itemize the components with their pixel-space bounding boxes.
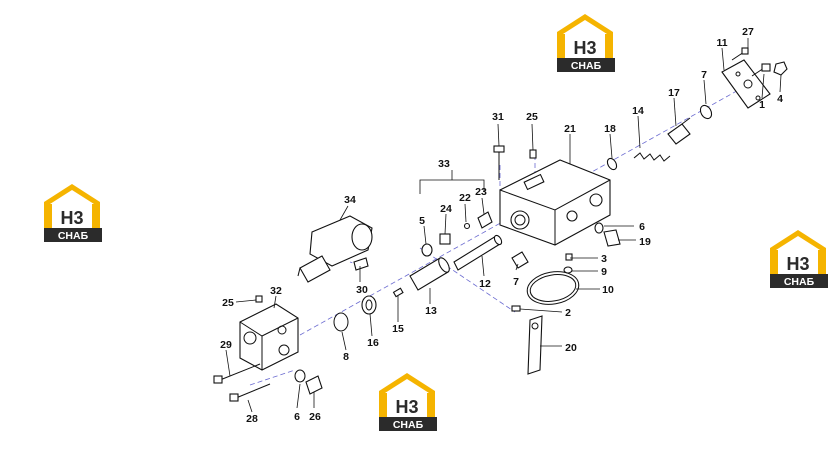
callout-26: 26	[309, 411, 321, 423]
callout-4: 4	[777, 93, 783, 105]
callout-5: 5	[419, 215, 425, 227]
logo-main-text: H3	[573, 38, 596, 58]
watermark-logo: H3 CHAБ	[557, 14, 615, 72]
callout-15: 15	[392, 323, 404, 335]
callout-9: 9	[601, 266, 607, 278]
logo-sub-text: CHAБ	[571, 60, 602, 72]
callout-29: 29	[220, 339, 232, 351]
logo-main-text: H3	[395, 397, 418, 417]
watermark-logo: H3 CHAБ	[770, 230, 828, 288]
logo-sub-text: CHAБ	[784, 276, 815, 288]
callout-19: 19	[639, 236, 651, 248]
callout-22: 22	[459, 192, 471, 204]
callout-17: 17	[668, 87, 680, 99]
leader-lines	[225, 38, 782, 413]
callout-25: 25	[222, 297, 234, 309]
callout-25: 25	[526, 111, 538, 123]
screws-cover	[731, 47, 788, 77]
callout-3: 3	[601, 253, 607, 265]
callout-14: 14	[632, 105, 644, 117]
callout-labels: 27 11 7 1 4 17 14 18 21 25 31 33 22 23 2…	[220, 26, 783, 425]
callout-20: 20	[565, 342, 577, 354]
upper-small-parts	[421, 145, 537, 257]
callout-21: 21	[564, 123, 576, 135]
rings-left	[333, 287, 404, 332]
bolts-left	[213, 363, 323, 402]
callout-6: 6	[294, 411, 300, 423]
cover-plate	[721, 59, 771, 109]
callout-11: 11	[716, 37, 727, 49]
valve-body	[499, 159, 611, 246]
callout-13: 13	[425, 305, 437, 317]
callout-10: 10	[602, 284, 614, 296]
watermark-logo: H3 CHAБ	[379, 373, 437, 431]
callout-31: 27	[742, 26, 754, 38]
watermark-logo: H3 CHAБ	[44, 184, 102, 242]
callout-24: 24	[440, 203, 452, 215]
callout-34: 34	[344, 194, 356, 206]
large-o-ring	[526, 271, 580, 305]
small-fittings	[511, 222, 621, 312]
logo-sub-text: CHAБ	[58, 230, 89, 242]
spring-assembly	[606, 104, 713, 171]
spool	[409, 234, 503, 291]
callout-7: 7	[701, 69, 707, 81]
callout-7: 7	[513, 276, 519, 288]
callout-30: 28	[246, 413, 258, 425]
callout-12: 12	[479, 278, 491, 290]
callout-6: 6	[639, 221, 645, 233]
callout-2: 2	[565, 307, 571, 319]
solenoid	[297, 215, 373, 283]
callout-33: 33	[438, 158, 450, 170]
callout-16: 16	[367, 337, 379, 349]
callout-8: 8	[343, 351, 349, 363]
callout-23: 23	[475, 186, 487, 198]
small-housing	[239, 295, 299, 371]
logo-main-text: H3	[60, 208, 83, 228]
callout-1: 1	[759, 99, 765, 111]
logo-main-text: H3	[786, 254, 809, 274]
callout-27: 30	[356, 284, 368, 296]
callout-32: 32	[270, 285, 282, 297]
logo-sub-text: CHAБ	[393, 419, 424, 431]
callout-18: 18	[604, 123, 616, 135]
callout-28: 31	[492, 111, 504, 123]
lever-plate	[527, 315, 543, 375]
